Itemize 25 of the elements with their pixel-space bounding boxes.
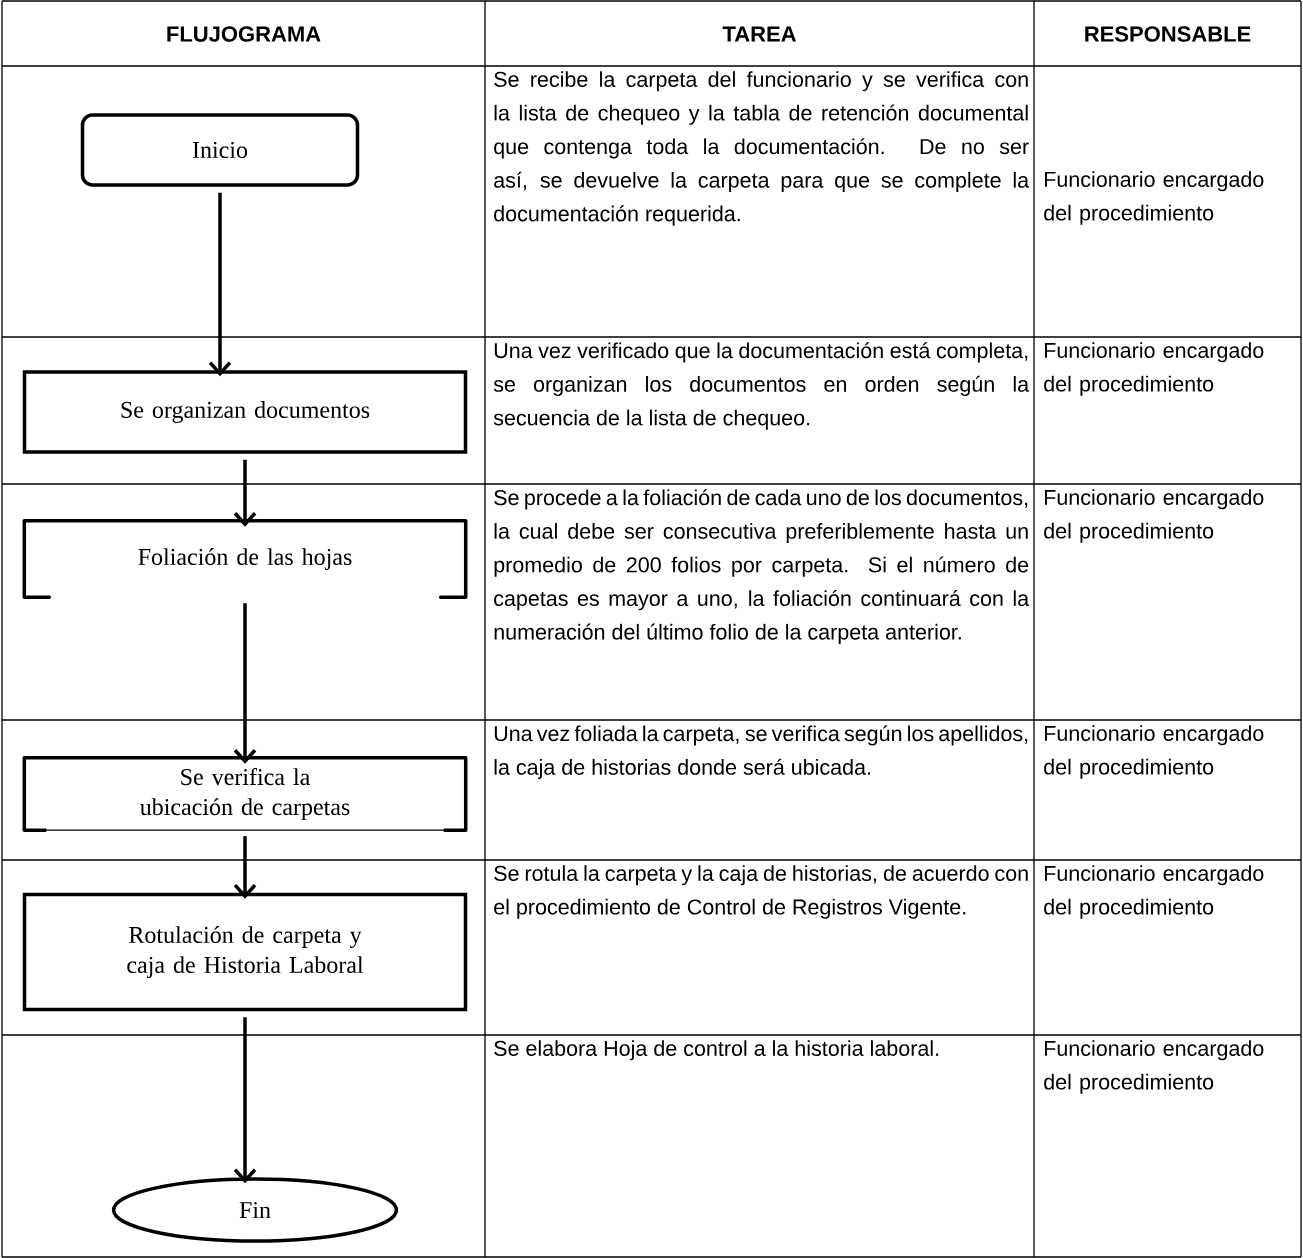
arrow — [233, 459, 257, 527]
responsible-text: Funcionario encargado del procedimiento — [1044, 1040, 1264, 1094]
column-header: RESPONSABLE — [1085, 26, 1251, 42]
process-box: Rotulación de carpeta y caja de Historia Laboral — [22, 892, 468, 1012]
responsible-text: Funcionario encargado del procedimiento — [1044, 489, 1264, 543]
responsible-text: Funcionario encargado del procedimiento — [1044, 171, 1264, 225]
task-text: Se procede a la foliación de cada uno de los documentos, la cual debe ser consecutiva preferiblemente hasta un promedio de 200 folios por carpeta. Si el número de capetas es mayor a uno, la foliación continuará con la numeración del último folio de la carpeta anterior. — [494, 489, 1030, 644]
process-box: Se verifica la ubicación de carpetas — [22, 756, 468, 832]
process-box: Se organizan documentos — [22, 370, 468, 454]
task-text: Se recibe la carpeta del funcionario y se verifica con la lista de chequeo y la tabla de retención documental que contenga toda la documentación. De no ser así, se devuelve la carpeta para que se complete la documentación requerida. — [494, 71, 1030, 226]
arrow — [233, 603, 257, 764]
arrow — [233, 836, 257, 899]
responsible-text: Funcionario encargado del procedimiento — [1044, 865, 1264, 919]
task-text: Se elabora Hoja de control a la historia laboral. — [494, 1040, 939, 1061]
column-header: FLUJOGRAMA — [167, 26, 321, 42]
responsible-text: Funcionario encargado del procedimiento — [1044, 725, 1264, 779]
arrow — [208, 192, 232, 377]
process-box: Foliación de las hojas — [22, 519, 468, 599]
task-text: Se rotula la carpeta y la caja de historias, de acuerdo con el procedimiento de Control de Registros Vigente. — [494, 865, 1028, 919]
responsible-text: Funcionario encargado del procedimiento — [1044, 342, 1264, 396]
task-text: Una vez verificado que la documentación está completa, se organizan los documentos en orden según la secuencia de la lista de chequeo. — [493, 342, 1030, 430]
arrow — [233, 1017, 257, 1184]
start-box: Inicio — [80, 113, 360, 187]
task-text: Una vez foliada la carpeta, se verifica según los apellidos, la caja de historias donde será ubicada. — [494, 725, 1028, 780]
column-header: TAREA — [722, 26, 796, 42]
